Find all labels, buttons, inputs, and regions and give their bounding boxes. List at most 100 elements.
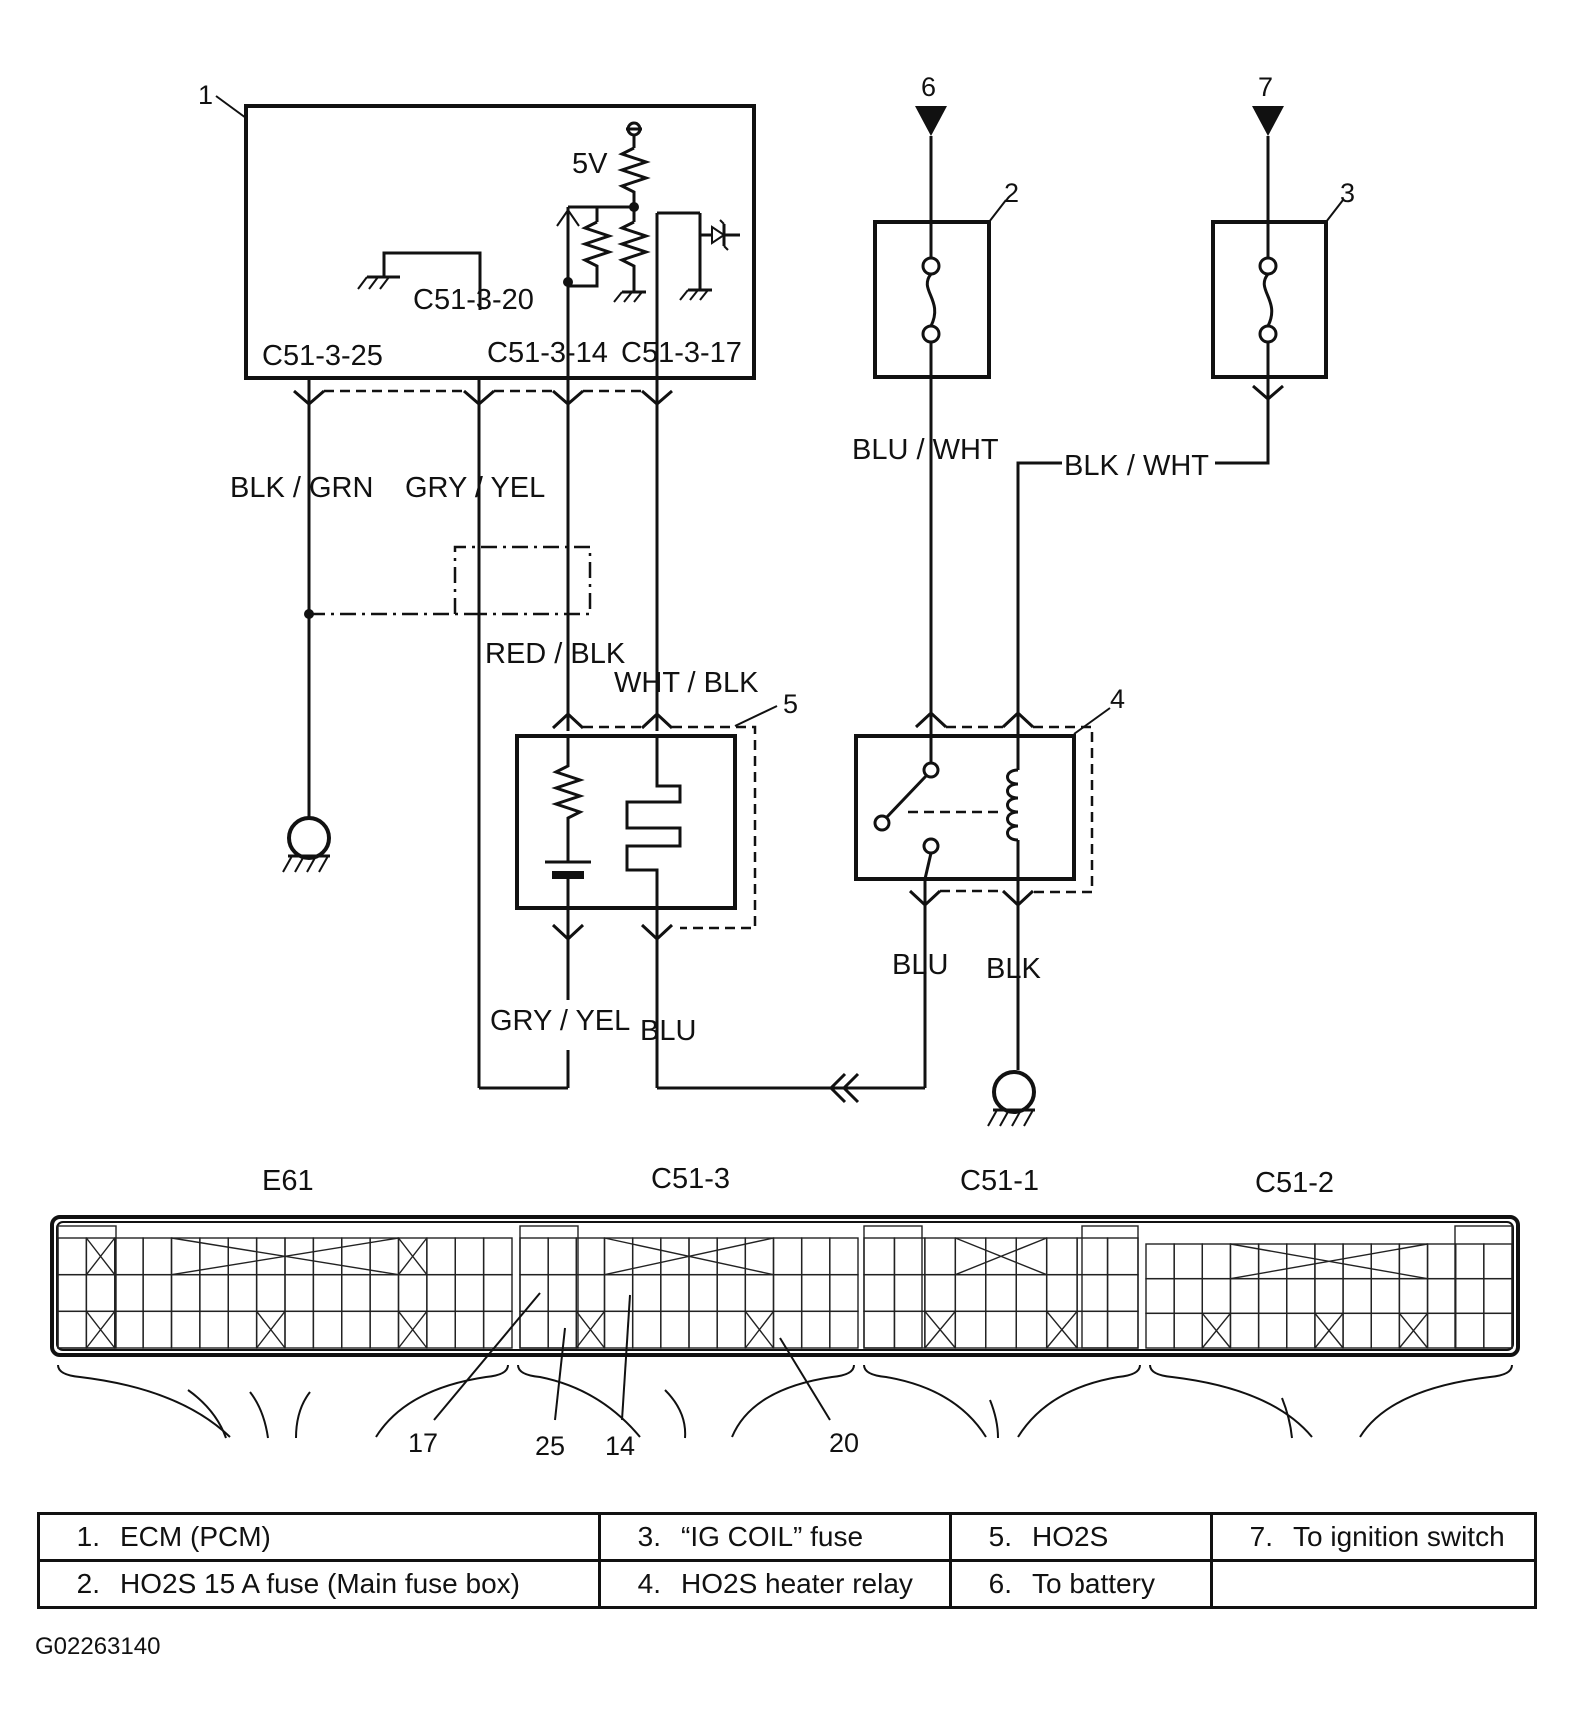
pin-cell [1229, 1312, 1260, 1349]
wire-label-blk-wht: BLK / WHT [1064, 450, 1209, 482]
unused-pin-cross [397, 1310, 428, 1349]
wire-gry-yel [477, 379, 570, 1090]
unused-pin-cross [85, 1237, 116, 1276]
connector-label-c51-3: C51-3 [651, 1163, 730, 1195]
pin-cell [57, 1310, 88, 1349]
pin-cell [454, 1310, 485, 1349]
pin-cell [1342, 1312, 1372, 1349]
pin-cell [1398, 1277, 1429, 1315]
strip-cables [57, 1364, 1513, 1439]
callout-2: 2 [1004, 178, 1019, 208]
pin-cell [985, 1273, 1017, 1313]
callout-3: 3 [1340, 178, 1355, 208]
unused-pin-cross [85, 1310, 116, 1349]
pin-cell [1229, 1243, 1260, 1280]
unused-pin-cross [1046, 1310, 1078, 1349]
pin-grids [57, 1225, 1513, 1349]
pin-cell [800, 1237, 831, 1276]
pin-cell [482, 1273, 513, 1313]
pin-cell [772, 1310, 803, 1349]
legend-number: 7. [1249, 1521, 1273, 1552]
legend-cell: 6.To battery [949, 1559, 1213, 1609]
ecm-ground-symbol [357, 251, 482, 310]
pin-cell [170, 1273, 201, 1313]
wire-label-blu-bottom: BLU [640, 1015, 696, 1047]
pin-cell [1106, 1237, 1139, 1276]
fuse-ig-coil [1211, 199, 1344, 401]
callout-4: 4 [1110, 684, 1125, 714]
legend-cell: 2.HO2S 15 A fuse (Main fuse box) [37, 1559, 601, 1609]
legend-cell [1210, 1559, 1537, 1609]
pin-cell [1342, 1243, 1372, 1280]
pin-cell [800, 1310, 831, 1349]
connector-label-e61: E61 [262, 1165, 314, 1197]
pin-cell [114, 1273, 144, 1313]
pin-cell [772, 1273, 803, 1313]
pin-callout-14: 14 [605, 1431, 635, 1461]
pin-cell [341, 1310, 371, 1349]
pin-cell [863, 1273, 896, 1313]
pin-cell [426, 1237, 456, 1276]
pin-cell [114, 1237, 144, 1276]
pin-cell [312, 1310, 343, 1349]
pin-label-c51-3-17: C51-3-17 [621, 337, 742, 369]
connector-tab [1081, 1225, 1139, 1349]
pin-cell [312, 1273, 343, 1313]
ho2s-sensor [515, 705, 778, 1088]
fuse-ho2s [873, 199, 1007, 379]
unused-pin-cross [1201, 1312, 1232, 1349]
relay-ground [987, 1070, 1036, 1127]
pin-cell [1145, 1277, 1175, 1315]
pin-cell [1173, 1312, 1204, 1349]
pin-cell [1398, 1243, 1429, 1280]
ecm-sensor-circuit [556, 121, 740, 379]
pin-cell [1015, 1310, 1048, 1349]
pin-cell [1106, 1310, 1139, 1349]
pin-cell [744, 1273, 775, 1313]
pin-cell [924, 1237, 957, 1276]
pin-cell [1483, 1277, 1513, 1315]
unused-pin-cross [1398, 1312, 1429, 1349]
connector-tab [1454, 1225, 1513, 1349]
callout-5: 5 [783, 689, 798, 719]
wire-blk-grn [282, 379, 479, 873]
pin-cell [547, 1310, 578, 1349]
pin-cell [1257, 1277, 1288, 1315]
pin-cell [1454, 1312, 1485, 1349]
callout-7: 7 [1258, 72, 1273, 102]
wire-label-gry-yel-top: GRY / YEL [405, 472, 545, 504]
pin-callout-20: 20 [829, 1428, 859, 1458]
ecm-box: 1 [198, 80, 756, 380]
legend-text: To battery [1032, 1568, 1155, 1599]
pin-cell [631, 1273, 662, 1313]
pin-cell [1045, 1237, 1078, 1276]
callout-6: 6 [921, 72, 936, 102]
supply-5v-label: 5V [572, 148, 608, 180]
legend-text: HO2S heater relay [681, 1568, 913, 1599]
pin-cell [1045, 1273, 1078, 1313]
pin-cell [1483, 1312, 1513, 1349]
ignition-arrow [1252, 106, 1284, 222]
connector-tab [863, 1225, 923, 1349]
key-cross [604, 1237, 774, 1276]
pin-cell [688, 1237, 718, 1276]
pin-cell [1106, 1273, 1139, 1313]
pin-cell [170, 1310, 201, 1349]
pin-cell [1454, 1243, 1485, 1280]
pin-cell [199, 1273, 229, 1313]
legend-row: 2.HO2S 15 A fuse (Main fuse box) 4.HO2S … [37, 1559, 1537, 1609]
pin-cell [454, 1237, 485, 1276]
wire-label-wht-blk: WHT / BLK [614, 667, 759, 699]
shield-box [453, 545, 592, 616]
pin-cell [1370, 1312, 1401, 1349]
unused-pin-cross [744, 1310, 775, 1349]
pin-cell [829, 1273, 859, 1313]
pin-label-c51-3-25: C51-3-25 [262, 340, 383, 372]
pin-cell [893, 1273, 926, 1313]
unused-pin-cross [924, 1310, 956, 1349]
legend-number: 5. [988, 1521, 1012, 1552]
pin-cell [369, 1310, 400, 1349]
legend-number: 2. [76, 1568, 100, 1599]
pin-cell [716, 1237, 747, 1276]
pin-cell [369, 1237, 400, 1276]
